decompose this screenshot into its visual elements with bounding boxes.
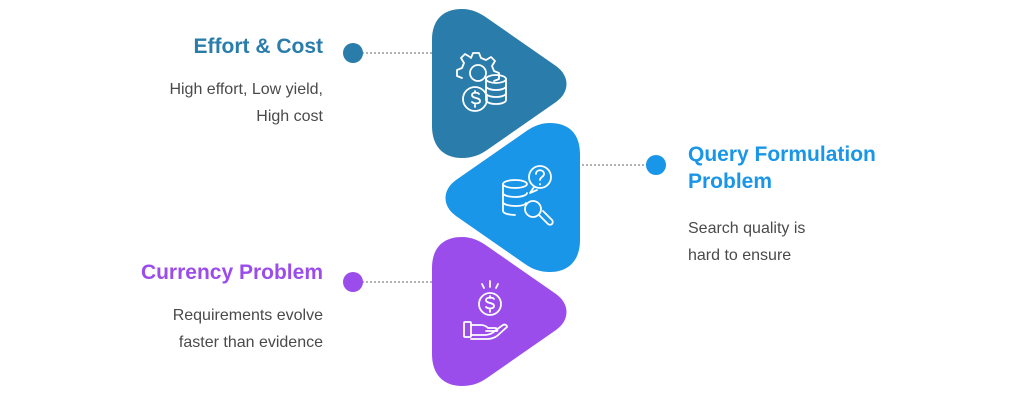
database-search-question-icon — [502, 165, 554, 226]
query-desc-line-1: Search quality is — [688, 220, 806, 237]
gear-coins-icon — [456, 52, 507, 112]
effort-cost-desc-line-1: High effort, Low yield, — [169, 81, 323, 98]
query-formulation-title: Query Formulation Problem — [688, 141, 948, 195]
currency-problem-block: Currency Problem Requirements evolve fas… — [80, 259, 323, 356]
effort-cost-desc-line-2: High cost — [256, 108, 323, 125]
dot-query — [646, 155, 666, 175]
currency-problem-title: Currency Problem — [140, 261, 323, 284]
dot-effort — [343, 43, 363, 63]
currency-desc-line-1: Requirements evolve — [172, 307, 323, 324]
query-desc-line-2: hard to ensure — [688, 247, 792, 264]
effort-cost-description: High effort, Low yield, High cost — [100, 76, 323, 130]
query-title-line-2: Problem — [688, 170, 773, 193]
query-title-line-1: Query Formulation — [688, 143, 876, 166]
query-formulation-block: Query Formulation Problem Search quality… — [688, 141, 948, 269]
effort-cost-block: Effort & Cost High effort, Low yield, Hi… — [100, 33, 323, 130]
currency-problem-description: Requirements evolve faster than evidence — [80, 302, 323, 356]
dot-currency — [343, 272, 363, 292]
triangle-currency — [432, 237, 567, 386]
hand-coin-icon — [463, 280, 508, 340]
currency-desc-line-2: faster than evidence — [178, 334, 323, 351]
query-formulation-description: Search quality is hard to ensure — [688, 215, 948, 269]
effort-cost-title: Effort & Cost — [193, 35, 324, 58]
